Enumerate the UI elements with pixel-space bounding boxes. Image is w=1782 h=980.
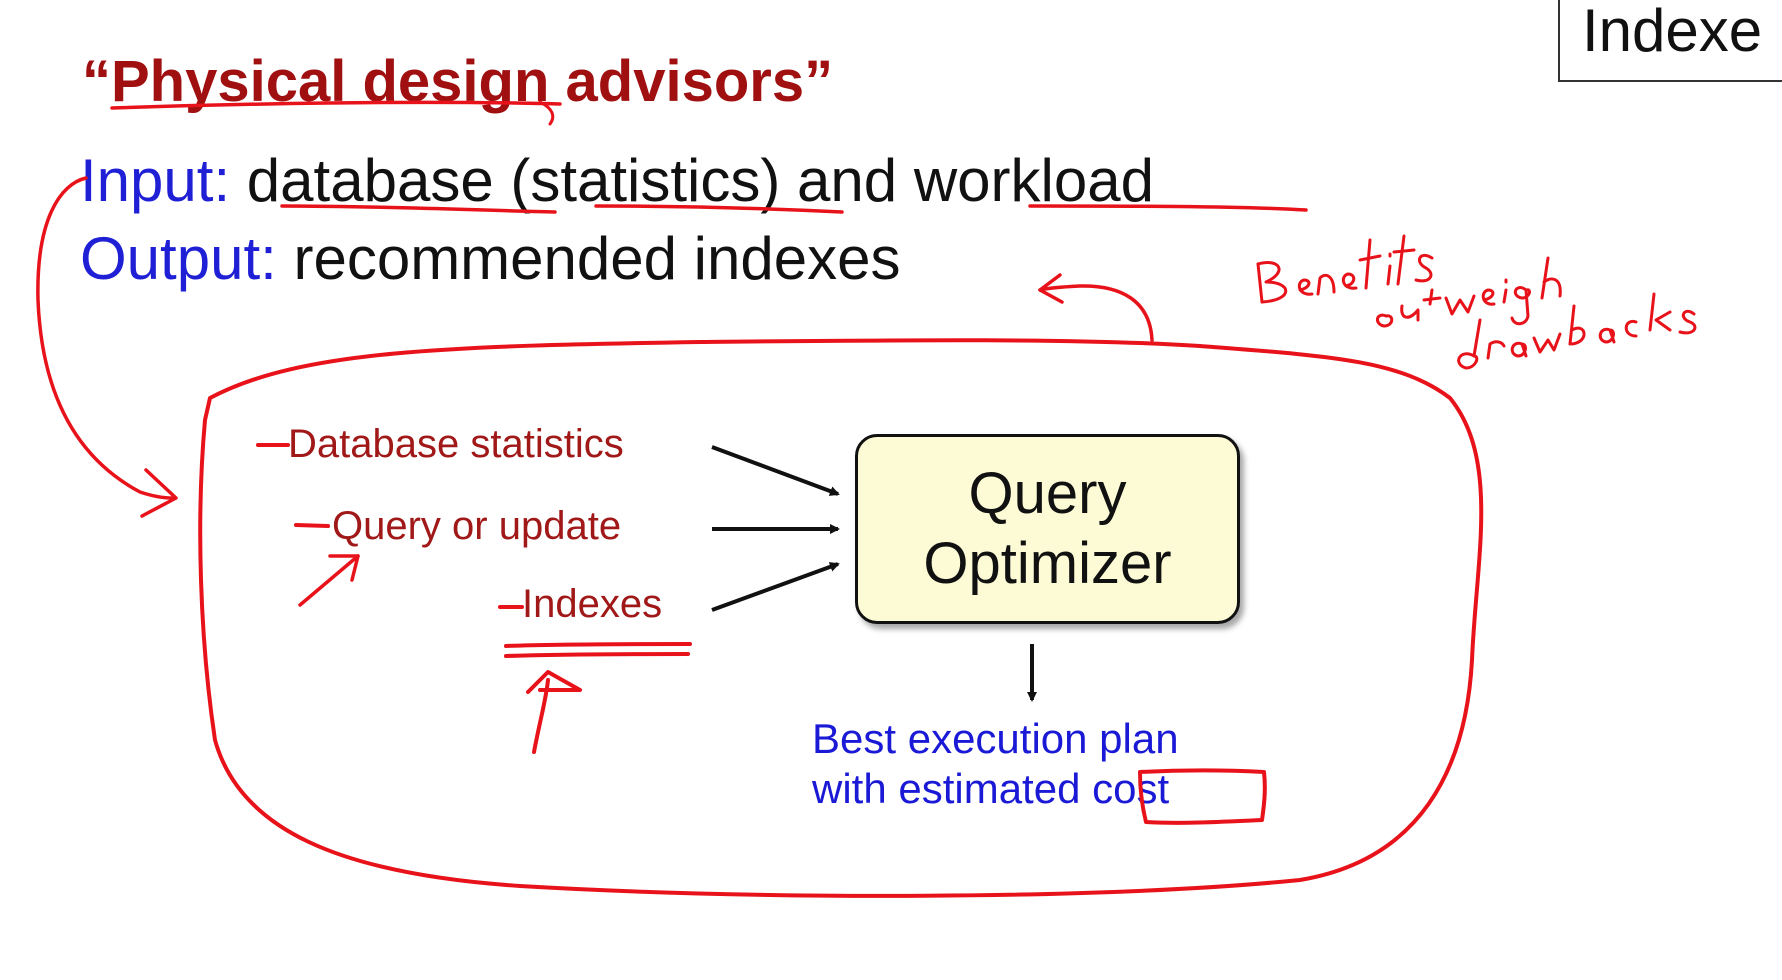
underline-database [280, 204, 557, 214]
input-paren-open: ( [510, 147, 531, 214]
input-word-statistics: statistics [530, 147, 761, 214]
arrow-stats-to-optimizer [711, 445, 840, 496]
optimizer-label-line2: Optimizer [923, 531, 1172, 596]
diagram-enclosure [198, 338, 1484, 898]
optimizer-label-line1: Query [968, 461, 1127, 526]
input-word-and: ) and [760, 147, 914, 214]
cost-box [1138, 768, 1267, 825]
input-line: Input: database (statistics) and workloa… [80, 146, 1154, 215]
handwritten-note-benefits-outweigh-drawbacks [1256, 234, 1697, 370]
arrow-indexes-to-optimizer [711, 562, 840, 612]
diagram-input-indexes: Indexes [522, 582, 663, 626]
corner-heading-box: Indexe [1558, 0, 1782, 82]
input-word-database: database [246, 147, 494, 214]
indexes-up-arrow [532, 678, 550, 754]
result-line1: Best execution plan [812, 715, 1179, 762]
diagram-input-query-or-update: Query or update [332, 504, 622, 548]
underline-workload [1028, 204, 1308, 212]
input-label: Input: [80, 147, 231, 214]
diagram-input-database-statistics: Database statistics [288, 422, 624, 466]
query-pointer-arrow [298, 554, 360, 607]
result-line2-text: with estimated [812, 765, 1093, 812]
loop-arrow-input-to-diagram [36, 176, 174, 500]
corner-heading-text: Indexe [1582, 0, 1763, 64]
output-line: Output: recommended indexes [80, 224, 900, 293]
input-word-workload: workload [913, 147, 1154, 214]
underline-statistics [594, 204, 844, 214]
output-label: Output: [80, 225, 277, 292]
query-optimizer-box: Query Optimizer [855, 434, 1240, 624]
indexes-underline [504, 642, 692, 648]
output-text: recommended indexes [293, 225, 901, 292]
enclosure-to-output-arrow [1038, 284, 1154, 342]
title-underline [110, 100, 562, 110]
